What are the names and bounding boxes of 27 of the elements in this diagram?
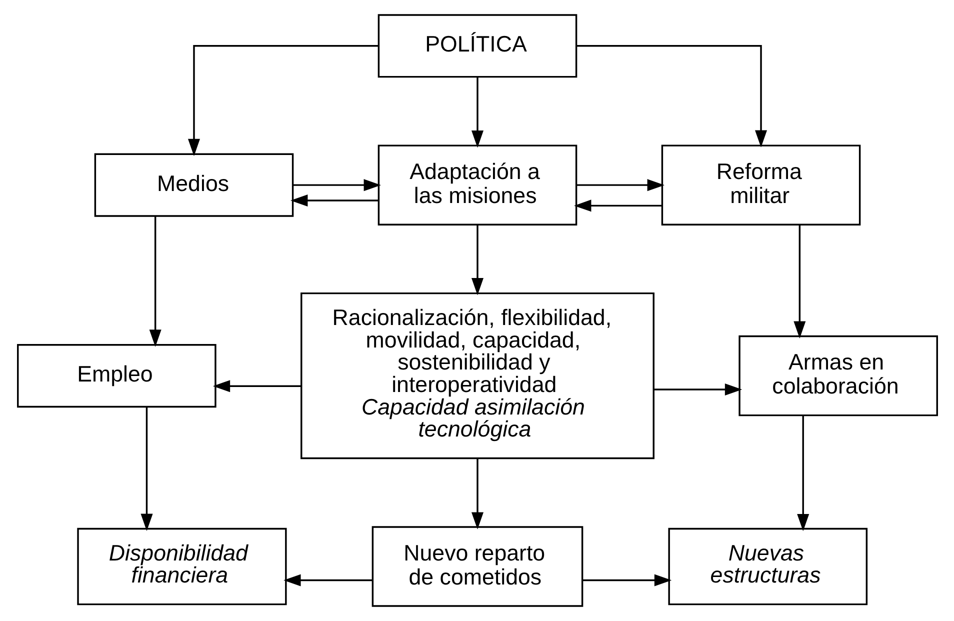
node-box: Medios [94,153,294,217]
node-box: Armas en colaboración [738,335,938,416]
arrow [574,200,662,212]
arrow [653,384,742,396]
node-box: Empleo [16,344,216,408]
arrow [140,407,152,531]
node-box: Adaptación a las misiones [377,144,577,226]
arrow [582,574,672,586]
arrow [576,45,767,148]
node-box: Reforma militar [660,144,860,226]
arrow [148,216,161,347]
node-box: Nuevas estructuras [668,528,868,606]
node-box: Racionalización, flexibilidad, movilidad, capacidad, sostenibilidad y interoperatividad Capacidad asimilación tecnológica [300,292,654,460]
arrow [470,225,484,296]
node-box: Nuevo reparto de cometidos [371,526,583,607]
arrow [283,574,372,586]
arrow [187,45,378,156]
arrow [470,77,484,148]
arrow [470,458,484,530]
node-box: POLÍTICA [377,14,577,78]
arrow [212,380,301,392]
node-box: Disponibilidad financiera [76,528,286,606]
arrow [793,225,806,338]
arrow [292,179,380,192]
arrow [290,194,378,207]
arrow [576,179,664,192]
arrow [796,416,809,532]
